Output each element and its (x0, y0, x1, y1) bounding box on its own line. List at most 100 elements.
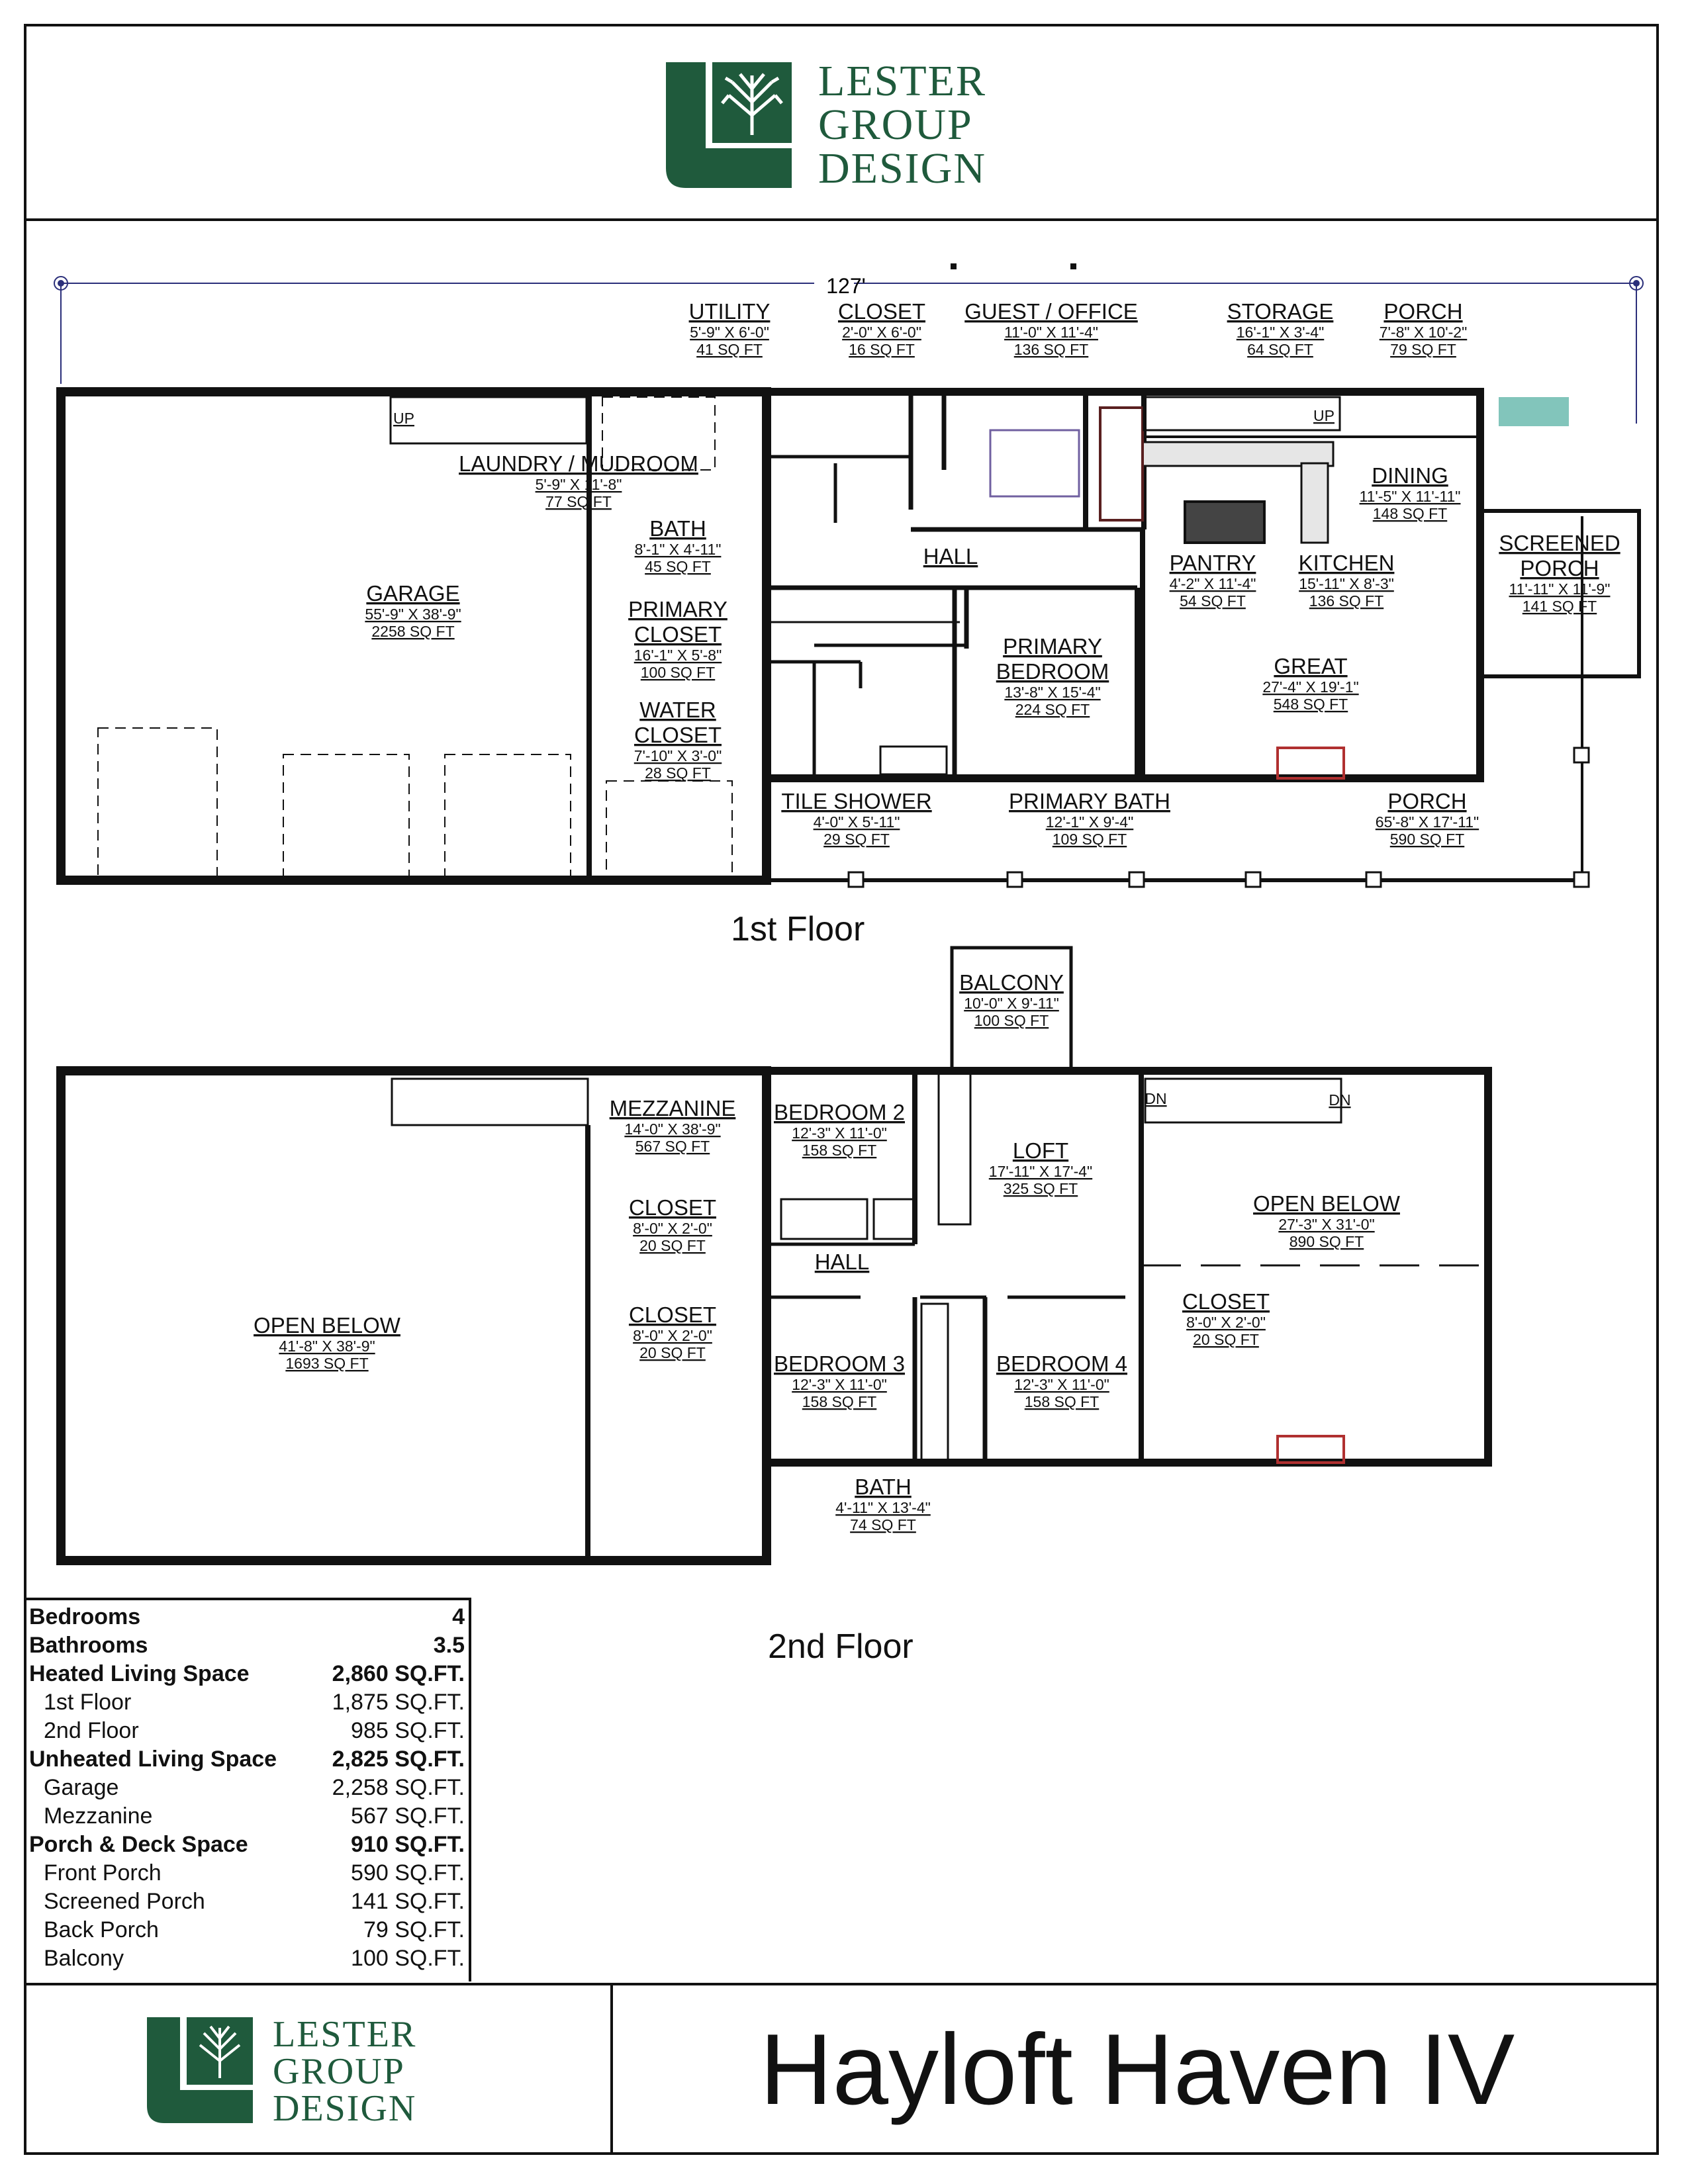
room-dimension-label: 16'-1" X 3'-4" (1237, 324, 1325, 341)
room-area-label: 16 SQ FT (849, 341, 915, 358)
room-area-label: 141 SQ FT (1523, 598, 1597, 615)
room-area-label: 29 SQ FT (823, 831, 890, 848)
tree-emblem-icon (666, 62, 792, 188)
stats-row: Screened Porch 141 SQ.FT. (26, 1888, 469, 1916)
room-dimension-label: 12'-3" X 11'-0" (1014, 1376, 1109, 1393)
room-area-label: 28 SQ FT (645, 764, 711, 782)
room-area-label: 45 SQ FT (645, 558, 711, 575)
room-dimension-label: 65'-8" X 17'-11" (1376, 813, 1479, 831)
room-dimension-label: 5'-9" X 6'-0" (690, 324, 769, 341)
room-name-label: PRIMARY (1003, 634, 1102, 659)
room-dimension-label: 7'-8" X 10'-2" (1380, 324, 1468, 341)
room-name-label: CLOSET (838, 299, 925, 324)
porch-posts (847, 747, 1590, 888)
footer-vertical-divider (610, 1983, 613, 2155)
first-floor-walls (56, 387, 1641, 885)
room-name-label: DINING (1372, 463, 1448, 488)
stats-value: 141 SQ.FT. (351, 1889, 465, 1914)
room-area-label: 77 SQ FT (545, 493, 612, 510)
room-area-label: 890 SQ FT (1289, 1233, 1364, 1250)
stats-value: 4 (452, 1604, 465, 1629)
stats-value: 567 SQ.FT. (351, 1803, 465, 1829)
room-area-label: 109 SQ FT (1053, 831, 1127, 848)
stair-down-label: DN (1145, 1090, 1166, 1107)
room-dimension-label: 4'-0" X 5'-11" (814, 813, 900, 831)
stats-row: Bathrooms 3.5 (26, 1631, 469, 1660)
room-dimension-label: 10'-0" X 9'-11" (964, 995, 1059, 1012)
footer-divider (24, 1983, 1659, 1985)
plan-title: Hayloft Haven IV (759, 2013, 1515, 2126)
room-dimension-label: 41'-8" X 38'-9" (279, 1338, 375, 1355)
room-name-label: OPEN BELOW (254, 1313, 401, 1338)
room-dimension-label: 8'-0" X 2'-0" (633, 1327, 712, 1344)
stats-value: 2,860 SQ.FT. (332, 1661, 465, 1686)
stats-label: Heated Living Space (29, 1661, 250, 1686)
sheet-border (24, 24, 1659, 2155)
room-name-label: GREAT (1274, 654, 1347, 678)
room-name-label: CLOSET (629, 1195, 716, 1220)
footer-logo: LESTER GROUP DESIGN (147, 2016, 465, 2130)
room-name-label: BEDROOM 3 (774, 1351, 905, 1376)
room-area-label: 100 SQ FT (974, 1012, 1049, 1029)
stats-value: 910 SQ.FT. (351, 1832, 465, 1857)
second-floor-walls (56, 946, 1492, 1565)
room-dimension-label: 12'-1" X 9'-4" (1046, 813, 1134, 831)
stats-label: Garage (44, 1775, 119, 1800)
stair-up-label: UP (1313, 407, 1335, 424)
room-area-label: 325 SQ FT (1004, 1180, 1078, 1197)
stats-value: 2,258 SQ.FT. (332, 1775, 465, 1800)
room-dimension-label: 11'-0" X 11'-4" (1004, 324, 1098, 341)
room-dimension-label: 11'-11" X 11'-9" (1509, 580, 1611, 598)
room-name-label: PORCH (1387, 789, 1466, 813)
room-name-label: HALL (815, 1250, 870, 1274)
room-name-label: STORAGE (1227, 299, 1334, 324)
room-name-label: MEZZANINE (610, 1096, 736, 1120)
room-area-label: 79 SQ FT (1390, 341, 1456, 358)
stats-value: 3.5 (433, 1633, 465, 1658)
room-dimension-label: 27'-3" X 31'-0" (1278, 1216, 1374, 1233)
room-dimension-label: 8'-1" X 4'-11" (635, 541, 722, 558)
header-logo: LESTER GROUP DESIGN (666, 60, 1023, 195)
room-dimension-label: 27'-4" X 19'-1" (1262, 678, 1358, 696)
room-area-label: 54 SQ FT (1180, 592, 1246, 610)
room-name-label: KITCHEN (1299, 551, 1395, 575)
room-name-label: WATER (639, 698, 716, 722)
room-area-label: 100 SQ FT (641, 664, 715, 681)
stats-value: 985 SQ.FT. (351, 1718, 465, 1743)
room-area-label: 148 SQ FT (1373, 505, 1447, 522)
stats-row: Garage 2,258 SQ.FT. (26, 1774, 469, 1802)
stats-value: 1,875 SQ.FT. (332, 1690, 465, 1715)
stats-label: Bathrooms (29, 1633, 148, 1658)
logo-line-3: DESIGN (273, 2088, 417, 2129)
stats-label: Balcony (44, 1946, 124, 1971)
room-area-label: 2258 SQ FT (371, 623, 454, 640)
sink-icon (1499, 397, 1569, 426)
logo-line-2: GROUP (818, 101, 973, 149)
room-name-label: BATH (855, 1475, 912, 1499)
room-dimension-label: 12'-3" X 11'-0" (792, 1124, 887, 1142)
stair-down-label: DN (1329, 1091, 1350, 1109)
stats-label: Bedrooms (29, 1604, 141, 1629)
stats-label: Screened Porch (44, 1889, 205, 1914)
room-name-label: UTILITY (689, 299, 771, 324)
room-name-label: PORCH (1520, 556, 1599, 580)
first-floor-label: 1st Floor (731, 910, 865, 948)
room-name-label: CLOSET (1182, 1289, 1270, 1314)
room-dimension-label: 5'-9" X 11'-8" (536, 476, 622, 493)
room-dimension-label: 12'-3" X 11'-0" (792, 1376, 887, 1393)
tree-emblem-icon (147, 2017, 253, 2123)
room-dimension-label: 13'-8" X 15'-4" (1004, 684, 1100, 701)
room-area-label: 158 SQ FT (1025, 1393, 1099, 1410)
room-area-label: 548 SQ FT (1274, 696, 1348, 713)
stats-row: Bedrooms 4 (26, 1603, 469, 1631)
room-dimension-label: 4'-11" X 13'-4" (835, 1499, 931, 1516)
room-name-label: CLOSET (634, 622, 722, 647)
